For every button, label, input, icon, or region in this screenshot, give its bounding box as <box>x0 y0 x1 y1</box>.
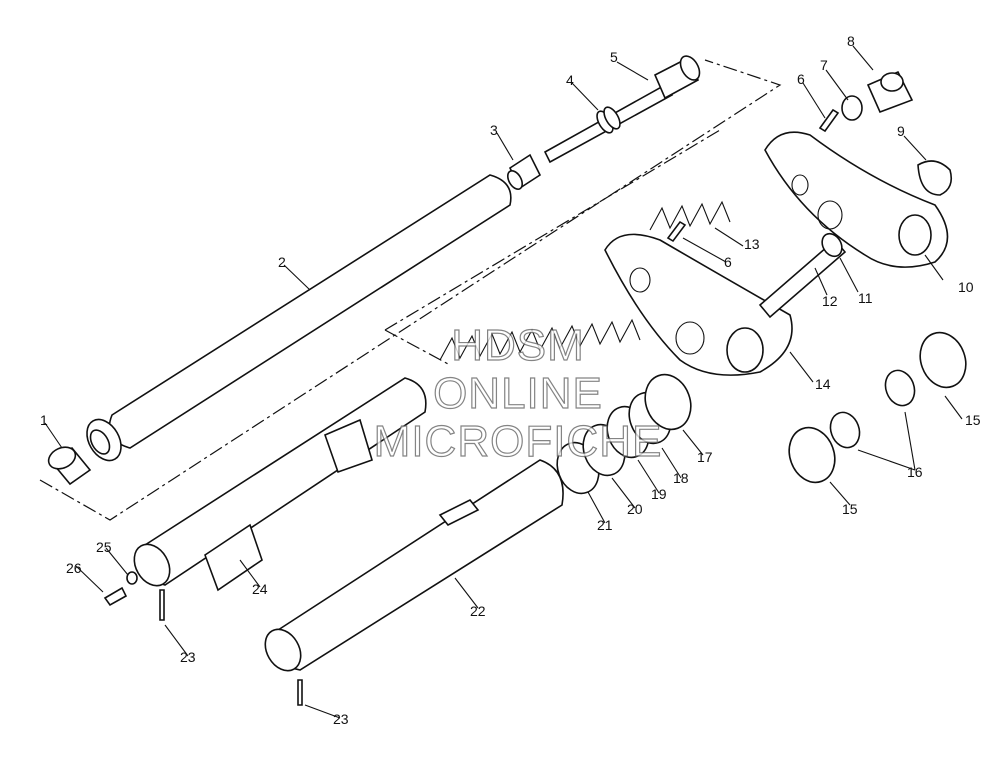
callout-23-bottom: 23 <box>333 711 349 727</box>
callout-10: 10 <box>958 279 974 295</box>
callout-20: 20 <box>627 501 643 517</box>
callout-11: 11 <box>858 290 873 306</box>
callout-12: 12 <box>822 293 838 309</box>
callout-4: 4 <box>566 72 574 88</box>
steering-stem <box>758 232 847 319</box>
callout-24: 24 <box>252 581 268 597</box>
part-callouts: 1 2 3 4 5 6 7 8 9 10 11 12 13 6 14 15 15… <box>40 33 981 727</box>
lower-fork-bracket <box>604 233 793 376</box>
callout-6-bracket: 6 <box>724 254 732 270</box>
fork-slider-left <box>133 377 427 592</box>
callout-9: 9 <box>897 123 905 139</box>
fork-slider-right <box>264 459 564 672</box>
callout-26: 26 <box>66 560 82 576</box>
callout-15-left: 15 <box>842 501 858 517</box>
callout-13: 13 <box>744 236 760 252</box>
callout-1: 1 <box>40 412 48 428</box>
callout-8: 8 <box>847 33 855 49</box>
callout-3: 3 <box>490 122 498 138</box>
callout-22: 22 <box>470 603 486 619</box>
callout-14: 14 <box>815 376 831 392</box>
callout-15-right: 15 <box>965 412 981 428</box>
callout-23-left: 23 <box>180 649 196 665</box>
upper-fork-bracket <box>764 131 949 268</box>
callout-21: 21 <box>597 517 613 533</box>
bearings <box>788 331 967 484</box>
top-hardware <box>666 70 953 243</box>
fork-tube <box>86 174 512 462</box>
watermark-line-1: HDSM <box>451 321 585 370</box>
bushing-part-1 <box>47 446 92 486</box>
seal-stack <box>556 373 692 495</box>
callout-16: 16 <box>907 464 923 480</box>
damper-rod-assembly <box>506 55 701 190</box>
callout-5: 5 <box>610 49 618 65</box>
watermark-line-2: ONLINE <box>433 369 603 418</box>
callout-19: 19 <box>651 486 667 502</box>
fork-spring <box>439 200 731 361</box>
leader-lines <box>44 45 963 719</box>
screws <box>103 571 303 706</box>
callout-2: 2 <box>278 254 286 270</box>
callout-7: 7 <box>820 57 828 73</box>
callout-18: 18 <box>673 470 689 486</box>
callout-6-top: 6 <box>797 71 805 87</box>
watermark-line-3: MICROFICHE <box>374 417 663 466</box>
callout-25: 25 <box>96 539 112 555</box>
watermark: HDSM ONLINE MICROFICHE <box>373 320 663 466</box>
assembly-guide-lines <box>39 59 782 521</box>
callout-17: 17 <box>697 449 713 465</box>
